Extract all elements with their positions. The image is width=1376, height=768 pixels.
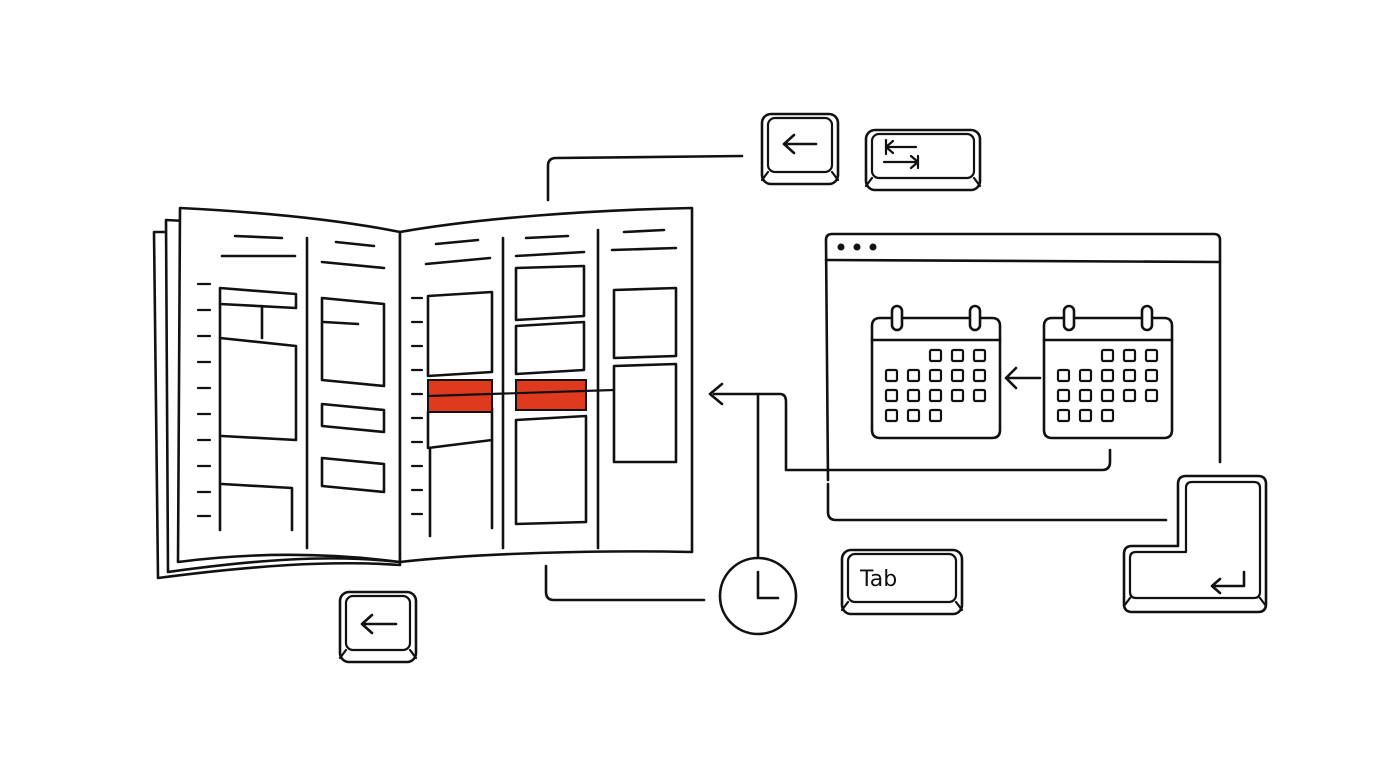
calendar-day-cell	[1056, 388, 1071, 403]
calendar-day-cell	[928, 348, 943, 363]
calendar-day-cell	[1100, 408, 1115, 423]
tab-key-label: Tab	[859, 567, 897, 592]
tab-arrows-key	[864, 128, 982, 192]
calendar-day-cell	[1078, 408, 1093, 423]
calendar-day-cell	[906, 368, 921, 383]
connector-clock	[712, 392, 760, 558]
calendar-day-cell	[1122, 348, 1137, 363]
connector-bottom	[544, 564, 706, 602]
calendar-day-cell	[950, 388, 965, 403]
tab-key: Tab	[840, 548, 964, 616]
tab-arrows-icon	[882, 138, 920, 170]
calendar-day-cell	[906, 408, 921, 423]
calendar-day-cell	[1122, 368, 1137, 383]
calendar-day-cell	[928, 408, 943, 423]
calendar-day-cell	[1144, 348, 1159, 363]
calendar-day-cell	[1078, 388, 1093, 403]
arrow-left-icon	[708, 382, 724, 406]
calendar-icon	[870, 304, 1002, 440]
calendar-icon	[1042, 304, 1174, 440]
browser-window-icon	[824, 232, 1222, 482]
calendar-day-cell	[972, 388, 987, 403]
calendar-day-cell	[1144, 388, 1159, 403]
calendar-day-cell	[884, 368, 899, 383]
clock-icon	[718, 556, 798, 636]
enter-key	[1122, 474, 1268, 614]
calendar-day-cell	[1078, 368, 1093, 383]
calendar-day-cell	[972, 368, 987, 383]
calendar-day-cell	[950, 368, 965, 383]
calendar-day-cell	[1100, 368, 1115, 383]
calendar-day-cell	[1122, 388, 1137, 403]
calendar-day-cell	[950, 348, 965, 363]
calendar-day-cell	[1100, 388, 1115, 403]
backspace-key	[338, 590, 418, 664]
calendar-day-cell	[1056, 368, 1071, 383]
connector-top	[546, 154, 744, 202]
return-arrow-icon	[1210, 570, 1246, 595]
highlight-block	[515, 379, 587, 411]
calendar-day-cell	[928, 388, 943, 403]
left-arrow-icon	[782, 133, 818, 155]
backspace-key	[760, 112, 840, 186]
calendar-day-cell	[1100, 348, 1115, 363]
calendar-day-cell	[928, 368, 943, 383]
arrow-left-icon	[1004, 366, 1042, 390]
left-arrow-icon	[360, 613, 398, 635]
calendar-day-cell	[1144, 368, 1159, 383]
planner-book-icon	[152, 206, 694, 580]
calendar-day-cell	[906, 388, 921, 403]
calendar-day-cell	[884, 408, 899, 423]
calendar-day-cell	[972, 348, 987, 363]
connector-calendar	[756, 392, 1112, 472]
calendar-day-cell	[1056, 408, 1071, 423]
calendar-day-cell	[884, 388, 899, 403]
connector-window	[826, 482, 1168, 522]
